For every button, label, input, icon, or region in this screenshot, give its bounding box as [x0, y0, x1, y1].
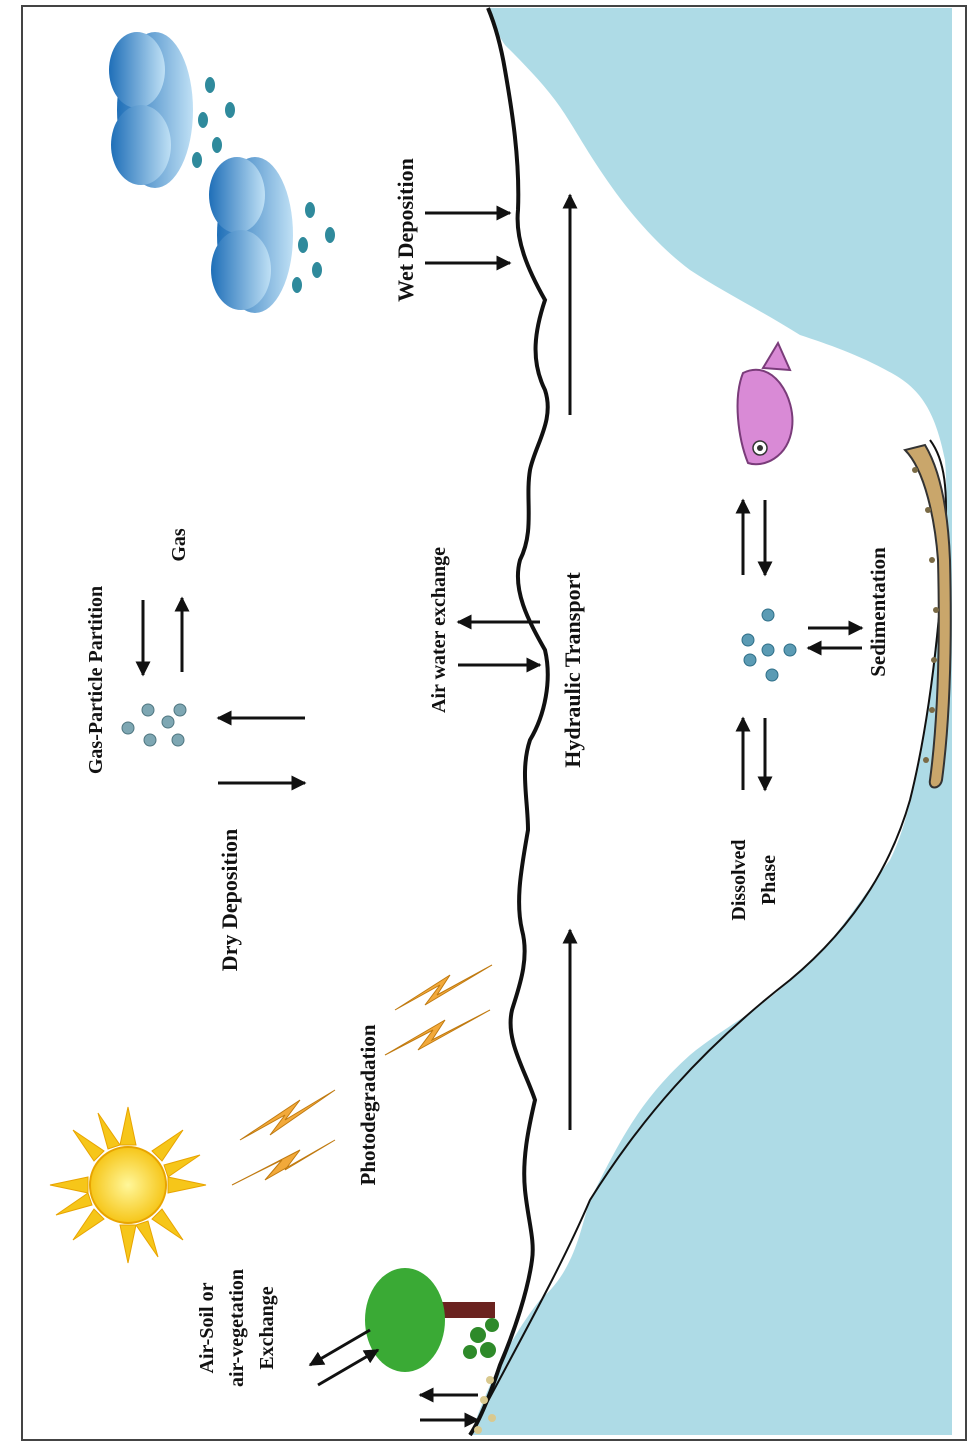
- dry-deposition-label: Dry Deposition: [217, 829, 242, 971]
- air-soil-label-line2: air-vegetation: [226, 1269, 248, 1387]
- sedimentation-label: Sedimentation: [866, 547, 890, 677]
- wet-deposition-label: Wet Deposition: [393, 158, 418, 302]
- dissolved-label-line1: Dissolved: [728, 839, 750, 920]
- gas-label: Gas: [168, 528, 190, 562]
- air-soil-label-line3: Exchange: [256, 1286, 278, 1369]
- photodegradation-label: Photodegradation: [356, 1024, 380, 1185]
- hydraulic-transport-label: Hydraulic Transport: [560, 572, 585, 768]
- air-water-exchange-label: Air water exchange: [428, 547, 450, 713]
- gas-particle-partition-label: Gas-Particle Partition: [85, 586, 107, 774]
- air-soil-label-line1: Air-Soil or: [196, 1282, 218, 1373]
- sun-icon: [50, 1107, 206, 1263]
- dissolved-label-line2: Phase: [758, 855, 780, 905]
